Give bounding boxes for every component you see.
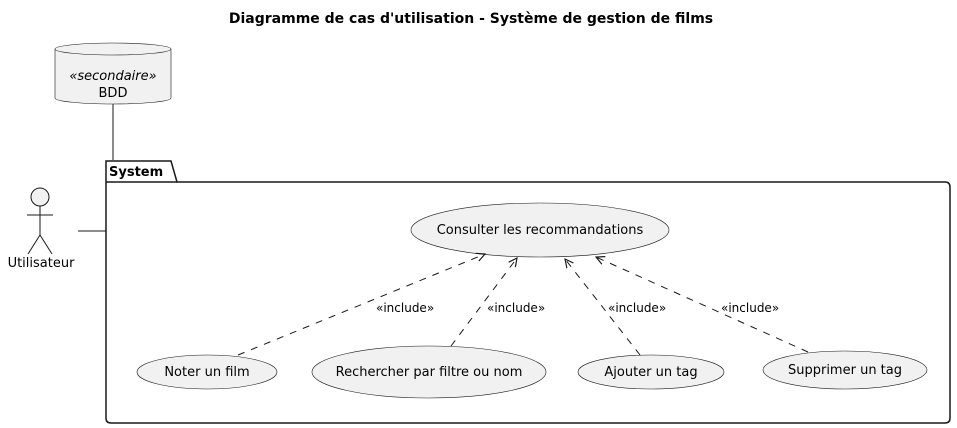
database-label: BDD bbox=[99, 86, 128, 101]
usecase-rechercher: Rechercher par filtre ou nom bbox=[311, 345, 547, 399]
database-node: «secondaire» BDD bbox=[54, 42, 172, 105]
usecase-label: Rechercher par filtre ou nom bbox=[336, 365, 523, 380]
usecase-consulter-recommandations: Consulter les recommandations bbox=[410, 202, 670, 258]
usecase-supprimer-tag: Supprimer un tag bbox=[762, 350, 928, 390]
include-label-rate: «include» bbox=[376, 301, 434, 315]
include-arrow-add-tag bbox=[565, 259, 641, 356]
system-package: System bbox=[105, 160, 951, 424]
include-arrow-rate bbox=[237, 254, 485, 356]
usecase-label: Noter un film bbox=[164, 365, 249, 380]
actor-utilisateur: Utilisateur bbox=[8, 187, 76, 271]
include-label-add-tag: «include» bbox=[608, 301, 666, 315]
include-label-search: «include» bbox=[487, 301, 545, 315]
usecase-noter-film: Noter un film bbox=[136, 354, 278, 390]
package-label: System bbox=[109, 165, 163, 180]
usecase-label: Ajouter un tag bbox=[604, 365, 697, 380]
include-arrow-search bbox=[450, 258, 517, 347]
usecase-ajouter-tag: Ajouter un tag bbox=[577, 354, 725, 390]
database-stereotype: «secondaire» bbox=[69, 69, 156, 84]
include-arrow-remove-tag bbox=[596, 257, 809, 353]
usecase-label: Consulter les recommandations bbox=[437, 223, 644, 238]
diagram-title: Diagramme de cas d'utilisation - Système… bbox=[229, 11, 713, 27]
include-label-remove-tag: «include» bbox=[721, 301, 779, 315]
usecase-label: Supprimer un tag bbox=[788, 363, 902, 378]
actor-label: Utilisateur bbox=[8, 256, 76, 271]
